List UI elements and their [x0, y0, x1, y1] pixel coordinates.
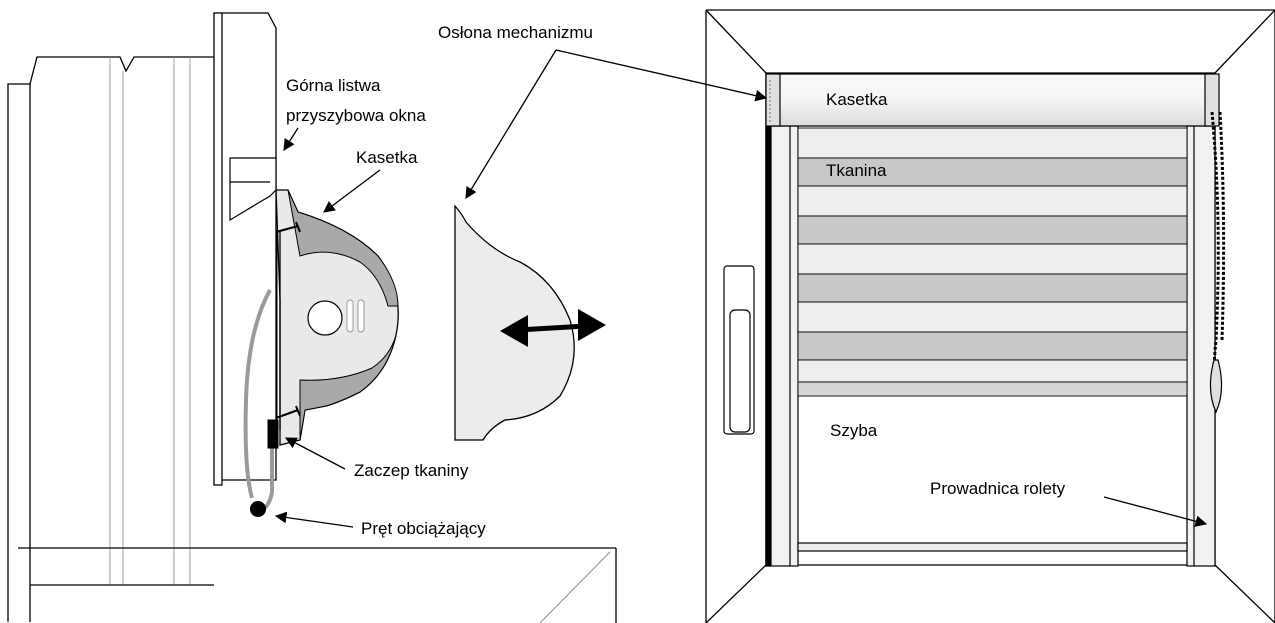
label-upper-glazing-bead-line2: przyszybowa okna	[286, 106, 426, 125]
fabric-hook-bracket	[267, 419, 279, 449]
label-cassette-side: Kasetka	[356, 148, 418, 167]
window-handle	[723, 265, 755, 435]
weight-bar-circle	[250, 501, 266, 517]
bottom-bar	[797, 542, 1188, 552]
pointer-arrow-icon	[465, 49, 557, 199]
pointer-arrows-left	[274, 49, 557, 528]
pointer-arrow-icon	[284, 437, 346, 470]
label-weight-bar: Pręt obciążający	[361, 519, 486, 538]
pointer-arrow-icon	[323, 169, 381, 213]
pointer-arrow-icon	[1103, 496, 1208, 527]
pointer-arrow-icon	[274, 511, 354, 528]
left-guide-rail	[765, 125, 799, 567]
fabric-side-line	[243, 230, 281, 512]
bead-chain	[1209, 111, 1226, 414]
label-upper-glazing-bead-line1: Górna listwa	[286, 76, 381, 95]
label-cassette-front: Kasetka	[826, 90, 888, 109]
fabric-front	[797, 127, 1188, 397]
label-mechanism-cover: Osłona mechanizmu	[438, 23, 593, 42]
label-glass: Szyba	[830, 421, 878, 440]
double-headed-arrow-icon	[500, 309, 606, 347]
label-guide-rail: Prowadnica rolety	[930, 479, 1066, 498]
glazing-bead	[229, 157, 277, 222]
pointer-arrow-icon	[555, 49, 768, 102]
cassette-side-profile	[275, 189, 399, 446]
side-section-view: Osłona mechanizmu Górna listwa przyszybo…	[7, 12, 617, 623]
label-fabric: Tkanina	[826, 161, 887, 180]
right-guide-rail	[1186, 125, 1216, 567]
window-sill	[18, 547, 617, 623]
pointer-arrow-icon	[283, 127, 299, 151]
front-view: Kasetka Tkanina Szyba Prowadnica rolety	[555, 9, 1275, 623]
pointer-arrows-right	[555, 49, 1208, 527]
window-sash-profile	[7, 12, 277, 622]
label-fabric-hook: Zaczep tkaniny	[354, 461, 469, 480]
